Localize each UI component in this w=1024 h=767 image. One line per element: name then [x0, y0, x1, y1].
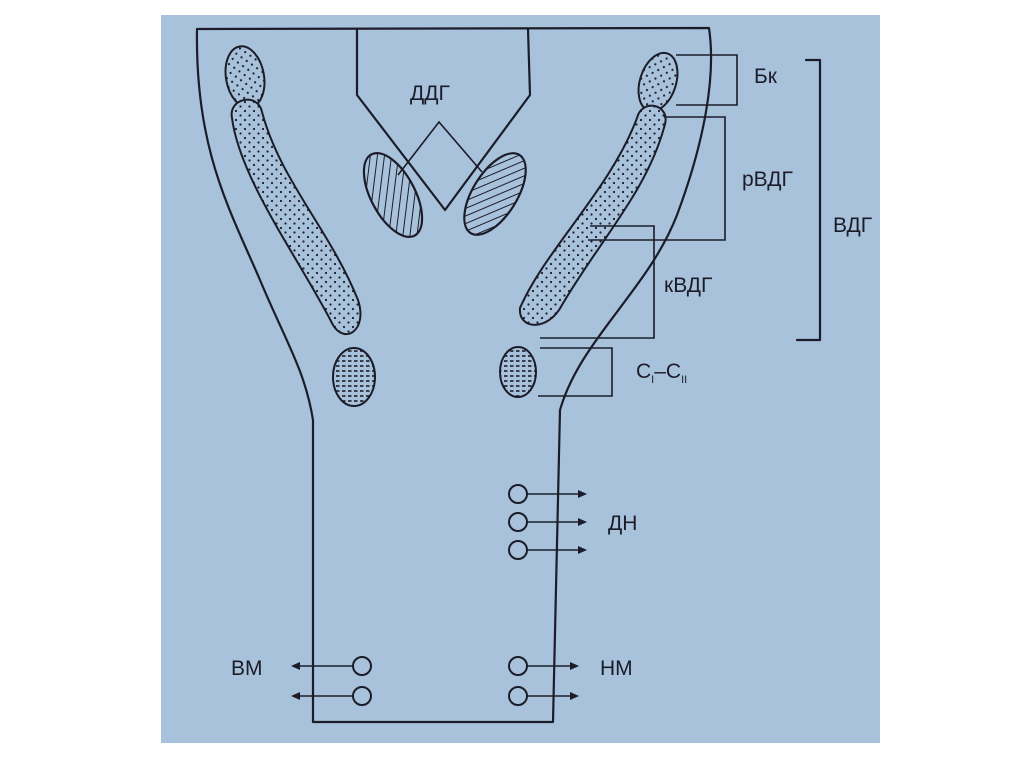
ddg-pointer-lines [398, 122, 482, 175]
nm-neurons [509, 657, 579, 705]
vdg-brace [797, 60, 820, 340]
vm-label: ВМ [231, 657, 263, 680]
ddg-label: ДДГ [410, 82, 450, 105]
dorsal-group-left [352, 144, 434, 246]
ventral-column-right [520, 106, 666, 325]
dn-neurons [509, 485, 587, 559]
ventral-column-left [232, 100, 361, 334]
vdg-label: ВДГ [833, 214, 872, 237]
nm-label: НМ [600, 657, 633, 680]
cervical-nucleus-left [333, 348, 375, 406]
dn-label: ДН [608, 512, 637, 535]
vm-neurons [291, 657, 371, 705]
bk-label: Бк [754, 65, 778, 88]
c1c8-label: CI–CII [636, 360, 687, 386]
kvdg-label: кВДГ [664, 274, 712, 297]
dorsal-group-right [452, 143, 538, 244]
rvdg-label: рВДГ [742, 168, 793, 191]
cervical-nucleus-right [500, 347, 536, 397]
bk-bracket [676, 55, 737, 105]
botzinger-right [632, 48, 685, 116]
